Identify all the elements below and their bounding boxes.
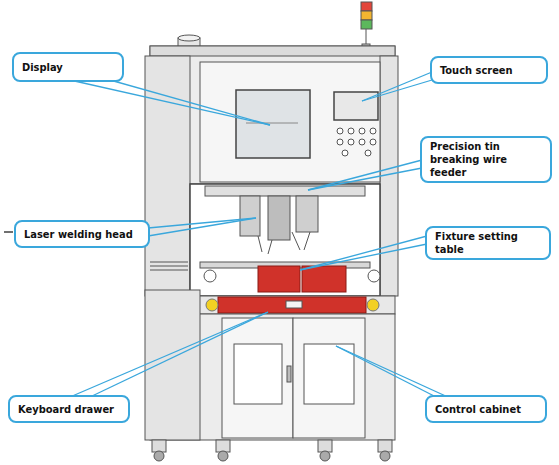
callout-box: Precision tin breaking wire feeder — [420, 136, 552, 183]
callout-box: Touch screen — [430, 56, 548, 84]
callout-box: Fixture setting table — [425, 226, 551, 260]
callout-label: Fixture setting table — [435, 230, 541, 256]
callout-box: Control cabinet — [425, 395, 547, 423]
callout-box: Laser welding head — [14, 220, 150, 248]
callout-label: Control cabinet — [435, 403, 521, 416]
callout-label: Laser welding head — [24, 228, 133, 241]
callout-label: Touch screen — [440, 64, 513, 77]
callout-label: Display — [22, 61, 63, 74]
callout-label: Keyboard drawer — [18, 403, 114, 416]
callout-box: Keyboard drawer — [8, 395, 130, 423]
callout-box: Display — [12, 52, 124, 82]
callout-label: Precision tin breaking wire feeder — [430, 140, 542, 179]
